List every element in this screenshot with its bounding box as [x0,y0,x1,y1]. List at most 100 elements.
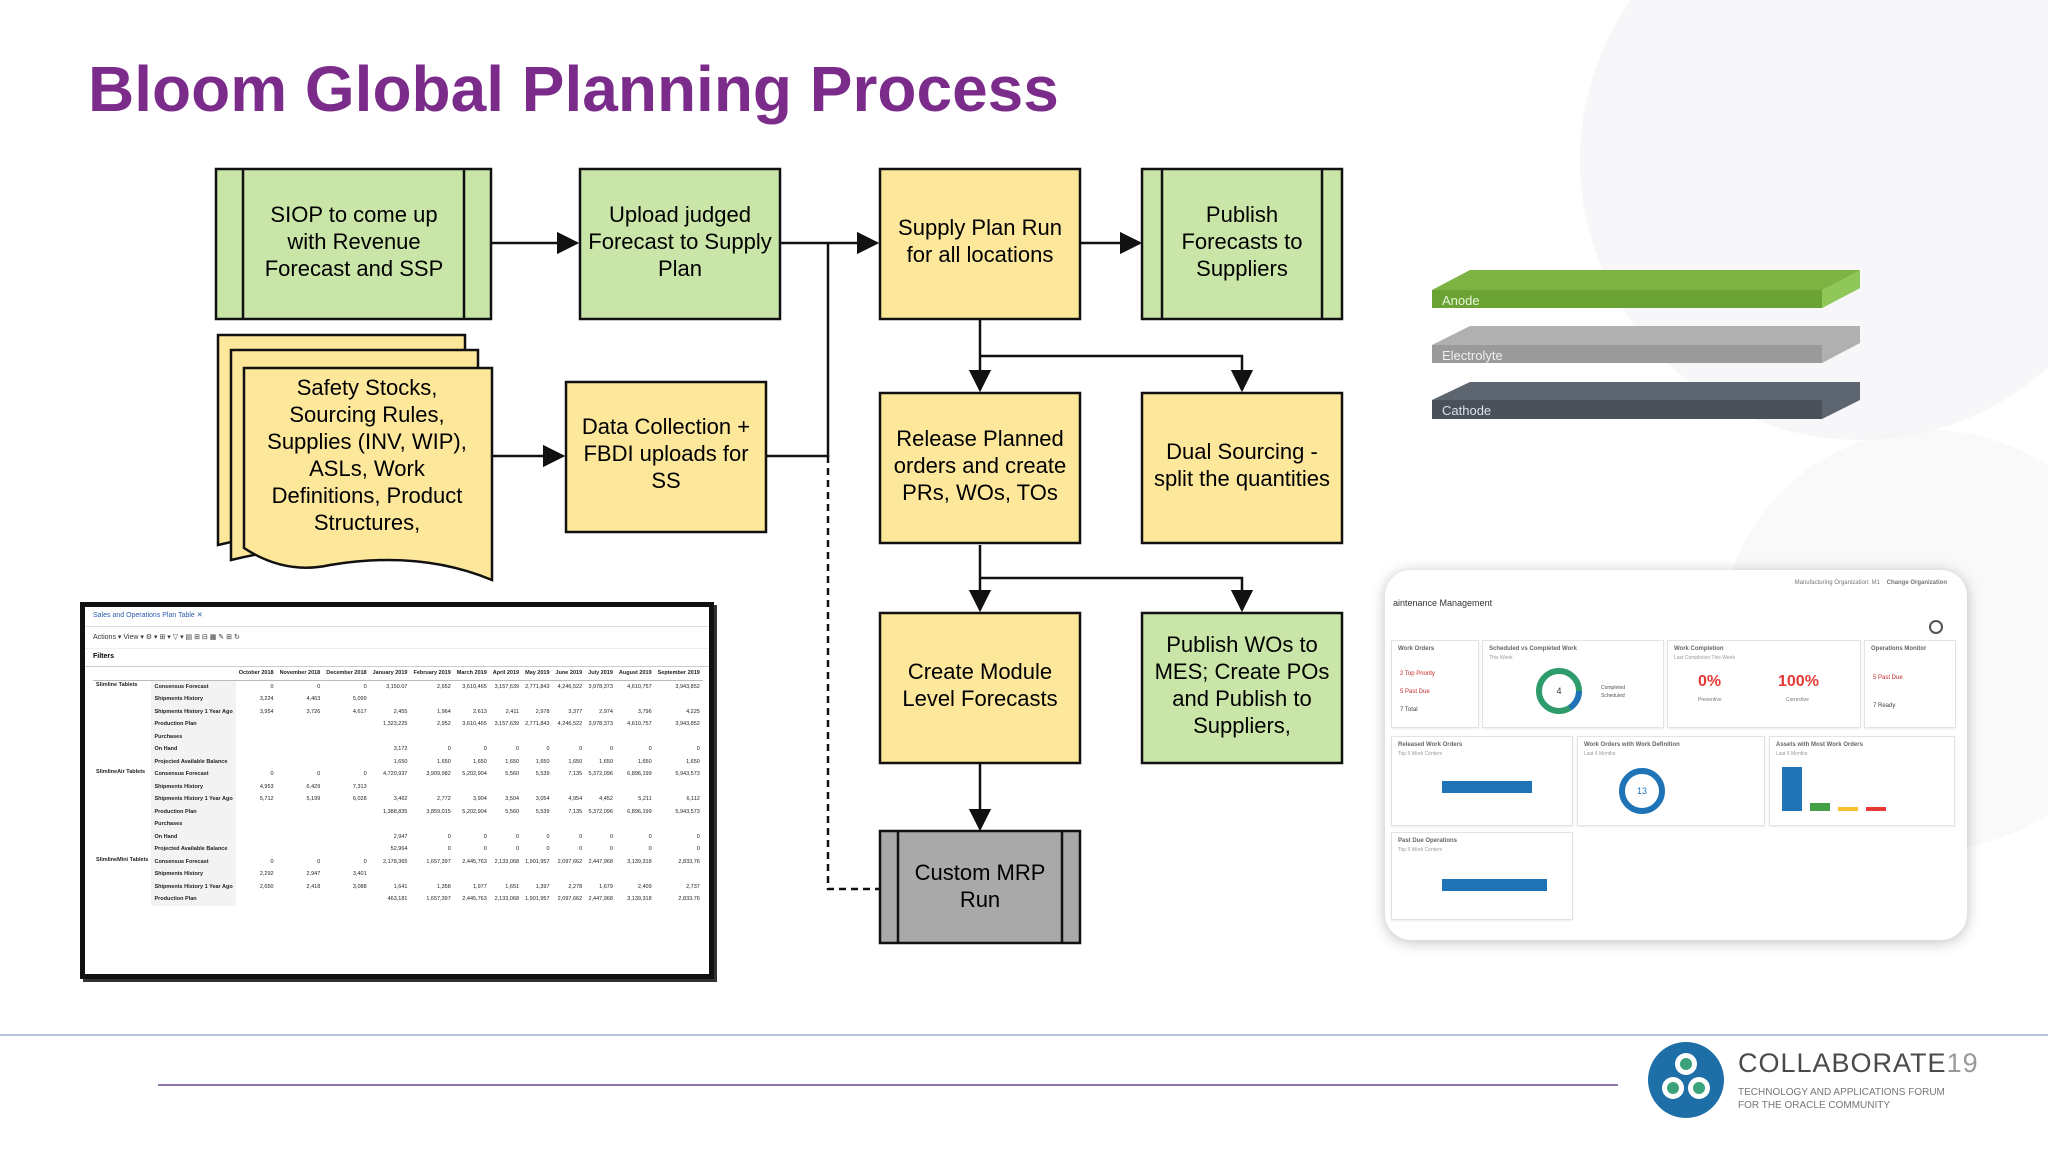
table-cell[interactable] [277,831,324,844]
table-cell[interactable] [585,868,616,881]
table-cell[interactable]: 3,139,318 [627,896,652,903]
table-cell[interactable]: 5,712 [259,796,274,803]
table-cell[interactable]: 1,650 [505,758,520,765]
table-cell[interactable]: 0 [447,833,451,840]
table-cell[interactable]: 0 [546,846,550,853]
table-cell[interactable]: 1,358 [437,883,451,890]
table-cell[interactable] [616,781,655,794]
table-cell[interactable]: 2,974 [599,708,613,715]
table-cell[interactable]: 3,172 [393,746,408,753]
table-cell[interactable]: 5,539 [535,808,550,815]
table-cell[interactable]: 4,246,522 [557,683,583,690]
table-cell[interactable]: 2,097,662 [557,896,583,903]
table-cell[interactable]: 2,133,068 [494,858,520,865]
table-cell[interactable] [553,731,586,744]
table-cell[interactable] [454,781,490,794]
table-cell[interactable]: 2,445,763 [462,896,487,903]
table-cell[interactable]: 2,178,365 [383,858,408,865]
table-cell[interactable] [323,743,369,756]
table-cell[interactable] [454,731,490,744]
table-cell[interactable]: 3,054 [535,796,550,803]
table-cell[interactable]: 3,610,465 [462,683,487,690]
card-scheduled-vs-completed[interactable]: Scheduled vs Completed Work This Week 4 … [1482,640,1664,728]
table-cell[interactable]: 0 [579,746,583,753]
table-cell[interactable] [616,868,655,881]
table-cell[interactable]: 1,650 [473,758,487,765]
table-cell[interactable]: 2,771,843 [525,683,550,690]
table-cell[interactable]: 463,181 [387,896,408,903]
table-cell[interactable]: 3,401 [352,871,367,878]
table-cell[interactable] [553,818,586,831]
table-cell[interactable]: 1,679 [599,883,613,890]
table-cell[interactable]: 3,610,465 [462,721,487,728]
table-cell[interactable]: 5,199 [306,796,321,803]
card-past-due-operations[interactable]: Past Due Operations Top 5 Work Centers [1391,832,1573,920]
table-cell[interactable] [410,818,453,831]
table-cell[interactable] [236,893,277,906]
change-org-link[interactable]: Change Organization [1886,580,1947,586]
table-cell[interactable] [410,781,453,794]
table-cell[interactable] [370,781,411,794]
table-cell[interactable] [323,843,369,856]
table-cell[interactable]: 1,657,397 [426,858,451,865]
table-cell[interactable]: 2,947 [306,871,321,878]
table-cell[interactable]: 1,650 [568,758,583,765]
table-cell[interactable]: 0 [648,746,652,753]
table-cell[interactable]: 2,771,843 [525,721,550,728]
card-assets-most-work-orders[interactable]: Assets with Most Work Orders Last 6 Mont… [1769,736,1955,826]
table-cell[interactable] [236,818,277,831]
table-cell[interactable]: 5,560 [505,771,520,778]
table-cell[interactable]: 0 [270,771,274,778]
table-cell[interactable]: 0 [270,683,274,690]
table-cell[interactable] [323,718,369,731]
table-cell[interactable]: 1,388,835 [383,808,408,815]
table-cell[interactable]: 1,657,397 [426,896,451,903]
table-cell[interactable]: 0 [447,746,451,753]
table-cell[interactable] [277,818,324,831]
table-cell[interactable]: 3,943,852 [675,721,700,728]
table-cell[interactable] [236,718,277,731]
table-cell[interactable] [490,781,522,794]
table-cell[interactable]: 2,833,76 [678,858,700,865]
table-tab[interactable]: Sales and Operations Plan Table ✕ [85,607,709,627]
table-cell[interactable] [277,843,324,856]
table-cell[interactable] [370,731,411,744]
table-cell[interactable]: 2,833,76 [678,896,700,903]
table-cell[interactable]: 2,097,662 [557,858,583,865]
table-cell[interactable]: 0 [317,771,321,778]
table-cell[interactable]: 0 [696,833,700,840]
table-cell[interactable]: 3,978,373 [588,683,613,690]
table-cell[interactable]: 0 [609,846,613,853]
table-cell[interactable]: 7,135 [568,771,583,778]
table-cell[interactable]: 6,896,199 [627,771,652,778]
table-cell[interactable]: 0 [483,746,487,753]
card-work-orders[interactable]: Work Orders 2 Top Priority 5 Past Due 7 … [1391,640,1479,728]
table-cell[interactable] [277,731,324,744]
table-cell[interactable] [236,806,277,819]
table-cell[interactable]: 0 [363,858,367,865]
table-cell[interactable] [522,818,552,831]
table-cell[interactable] [277,806,324,819]
table-cell[interactable] [370,868,411,881]
table-cell[interactable] [655,818,703,831]
table-cell[interactable]: 2,978 [535,708,550,715]
table-cell[interactable]: 3,139,318 [627,858,652,865]
table-cell[interactable] [323,756,369,769]
table-cell[interactable]: 1,641 [393,883,408,890]
table-cell[interactable]: 0 [483,846,487,853]
table-cell[interactable]: 3,088 [352,883,367,890]
table-cell[interactable] [655,693,703,706]
table-cell[interactable]: 4,610,757 [627,683,652,690]
table-cell[interactable]: 0 [696,746,700,753]
table-cell[interactable]: 1,397 [535,883,550,890]
table-cell[interactable] [454,818,490,831]
table-cell[interactable]: 7,135 [568,808,583,815]
table-cell[interactable] [323,893,369,906]
table-cell[interactable] [616,818,655,831]
table-cell[interactable]: 4,720,937 [383,771,408,778]
table-cell[interactable]: 3,954 [259,708,274,715]
table-cell[interactable]: 0 [648,846,652,853]
table-cell[interactable]: 52,964 [390,846,408,853]
table-cell[interactable]: 3,150.07 [386,683,408,690]
table-cell[interactable] [585,731,616,744]
